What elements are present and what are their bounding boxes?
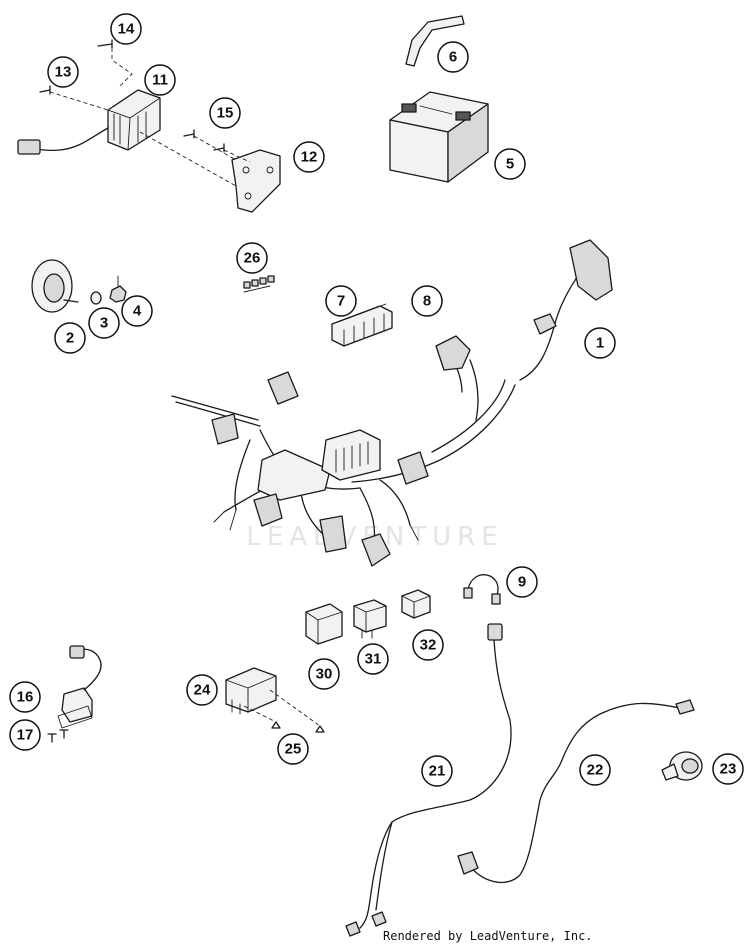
horn-part-2 — [31, 259, 79, 313]
nut-part-4 — [109, 275, 127, 303]
svg-text:22: 22 — [587, 762, 604, 779]
svg-text:31: 31 — [365, 651, 382, 668]
callout-24: 24 — [186, 674, 218, 706]
fuse-block-part-7-8 — [331, 303, 393, 347]
cable-part-22 — [457, 699, 695, 884]
cable-part-9 — [463, 574, 501, 605]
switch-part-23 — [661, 751, 703, 781]
svg-text:32: 32 — [420, 637, 437, 654]
callout-2: 2 — [54, 322, 86, 354]
svg-text:30: 30 — [316, 666, 333, 683]
callout-15: 15 — [209, 97, 241, 129]
callout-4: 4 — [121, 295, 153, 327]
callout-12: 12 — [293, 141, 325, 173]
callout-6: 6 — [437, 41, 469, 73]
svg-text:13: 13 — [55, 64, 72, 81]
relay-part-31 — [353, 599, 387, 639]
callout-5: 5 — [494, 148, 526, 180]
svg-text:9: 9 — [518, 574, 526, 591]
battery-part-5 — [389, 91, 489, 183]
svg-text:7: 7 — [337, 293, 345, 310]
callout-8: 8 — [411, 285, 443, 317]
svg-text:3: 3 — [100, 315, 108, 332]
callout-30: 30 — [308, 658, 340, 690]
callout-3: 3 — [88, 307, 120, 339]
svg-text:12: 12 — [301, 149, 318, 166]
callout-9: 9 — [506, 566, 538, 598]
callout-13: 13 — [47, 56, 79, 88]
relay-part-30 — [305, 603, 343, 645]
callout-1: 1 — [584, 327, 616, 359]
terminals-part-26 — [243, 275, 275, 293]
svg-text:17: 17 — [17, 727, 34, 744]
svg-text:15: 15 — [217, 105, 234, 122]
module-part-24 — [225, 667, 277, 715]
regulator-part-11 — [17, 89, 161, 155]
callout-11: 11 — [144, 64, 176, 96]
svg-text:21: 21 — [429, 763, 446, 780]
svg-text:8: 8 — [423, 293, 431, 310]
svg-text:2: 2 — [66, 330, 74, 347]
callout-22: 22 — [579, 754, 611, 786]
svg-text:16: 16 — [17, 689, 34, 706]
callout-25: 25 — [277, 733, 309, 765]
sensor-part-16 — [57, 645, 102, 729]
callout-7: 7 — [325, 285, 357, 317]
bracket-part-12 — [231, 149, 281, 213]
svg-text:14: 14 — [118, 21, 135, 38]
relay-part-32 — [401, 589, 431, 619]
svg-text:25: 25 — [285, 741, 302, 758]
svg-text:6: 6 — [449, 49, 457, 66]
callout-32: 32 — [412, 629, 444, 661]
svg-text:1: 1 — [596, 335, 604, 352]
washer-part-3 — [90, 291, 102, 305]
screws-part-17 — [47, 729, 69, 743]
screws-part-25 — [243, 689, 325, 733]
screws-part-13-14-15 — [39, 39, 251, 187]
bracket-part-6 — [405, 15, 465, 67]
callout-21: 21 — [421, 755, 453, 787]
svg-text:26: 26 — [244, 250, 261, 267]
svg-text:23: 23 — [720, 761, 737, 778]
svg-text:11: 11 — [152, 72, 168, 89]
svg-text:5: 5 — [506, 156, 514, 173]
callout-17: 17 — [9, 719, 41, 751]
svg-text:24: 24 — [194, 682, 211, 699]
callout-26: 26 — [236, 242, 268, 274]
callout-31: 31 — [357, 643, 389, 675]
svg-text:4: 4 — [133, 303, 142, 320]
rendered-by-footer: Rendered by LeadVenture, Inc. — [383, 929, 593, 943]
callout-14: 14 — [110, 13, 142, 45]
cable-part-21 — [345, 623, 512, 937]
wiring-harness-part-1 — [171, 239, 613, 567]
callout-23: 23 — [712, 753, 744, 785]
callout-16: 16 — [9, 681, 41, 713]
